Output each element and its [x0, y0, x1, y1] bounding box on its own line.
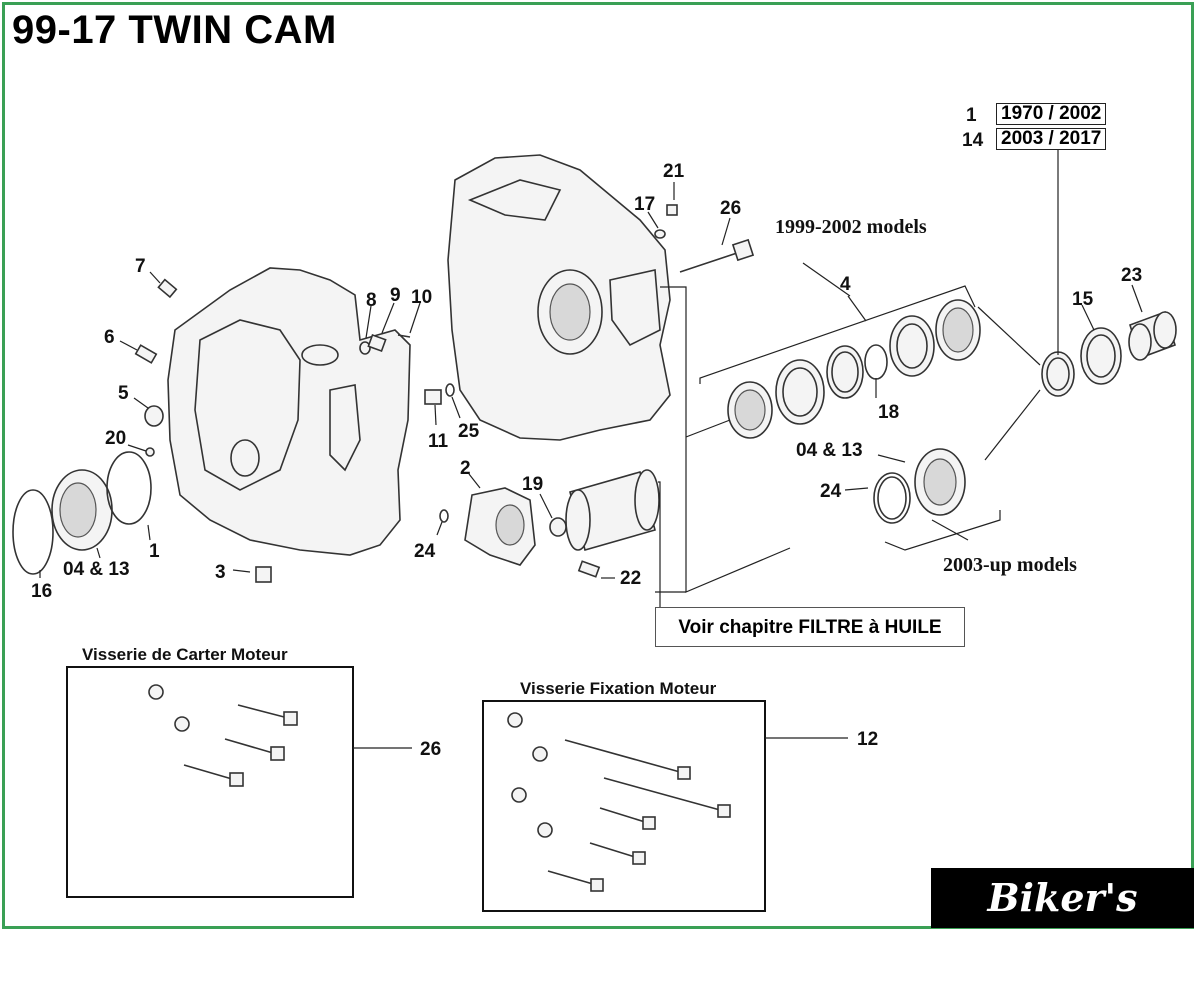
oil-filter: [565, 469, 660, 551]
bearing-assembly-2003-up: [873, 448, 966, 524]
callout-04-13-left: 04 & 13: [63, 559, 130, 580]
fixation-hardware-box: Visserie Fixation Moteur 12: [482, 679, 878, 912]
callout-5: 5: [118, 383, 129, 404]
callout-19: 19: [522, 474, 543, 495]
races-and-sleeve: [1041, 310, 1177, 397]
callout-22: 22: [620, 568, 641, 589]
label-1999-2002-models: 1999-2002 models: [775, 216, 927, 238]
bikers-store-logo: Biker's Store: [931, 868, 1194, 980]
legend-years-1: 1970 / 2002: [996, 103, 1107, 125]
callout-6: 6: [104, 327, 115, 348]
callout-9: 9: [390, 285, 401, 306]
oil-filter-note: Voir chapitre FILTRE à HUILE: [655, 607, 965, 647]
fixation-box-title: Visserie Fixation Moteur: [520, 679, 717, 698]
page-frame: [2, 2, 1194, 929]
carter-hardware-box: Visserie de Carter Moteur 26: [66, 645, 441, 898]
callout-24-right: 24: [820, 481, 842, 502]
carter-box-title: Visserie de Carter Moteur: [82, 645, 288, 664]
callout-10: 10: [411, 287, 432, 308]
callout-18: 18: [878, 402, 899, 423]
callout-25: 25: [458, 421, 480, 442]
page-title: 99-17 TWIN CAM: [12, 8, 337, 52]
label-2003-up-models: 2003-up models: [943, 554, 1077, 576]
callout-7: 7: [135, 256, 146, 277]
right-crankcase: [447, 154, 671, 441]
legend-num-14: 14: [962, 130, 984, 151]
callout-8: 8: [366, 290, 377, 311]
legend-years-14: 2003 / 2017: [996, 128, 1107, 150]
carter-box-ref: 26: [420, 739, 441, 760]
legend-num-1: 1: [966, 105, 977, 126]
callout-3: 3: [215, 562, 226, 583]
callout-24-left: 24: [414, 541, 436, 562]
callout-16: 16: [31, 581, 52, 602]
callout-04-13-right: 04 & 13: [796, 440, 863, 461]
callout-17: 17: [634, 194, 655, 215]
long-bolt: [679, 238, 755, 273]
callout-1: 1: [149, 541, 160, 562]
callout-11: 11: [428, 431, 449, 452]
callout-2: 2: [460, 458, 471, 479]
callout-21: 21: [663, 161, 685, 182]
fixation-box-ref: 12: [857, 729, 878, 750]
leader-lines: [39, 150, 1143, 607]
exploded-parts-diagram: 1 14: [12, 105, 1177, 912]
plug-21: [666, 204, 678, 216]
center-small-parts: [359, 333, 601, 578]
left-small-parts: [12, 278, 272, 583]
bearing-assembly-1999-2002: [727, 299, 981, 439]
callout-20: 20: [105, 428, 126, 449]
callout-26: 26: [720, 198, 741, 219]
left-crankcase: [167, 267, 411, 556]
o-ring-17: [654, 229, 666, 239]
callout-4: 4: [840, 274, 851, 295]
callout-23: 23: [1121, 265, 1142, 286]
callout-15: 15: [1072, 289, 1094, 310]
